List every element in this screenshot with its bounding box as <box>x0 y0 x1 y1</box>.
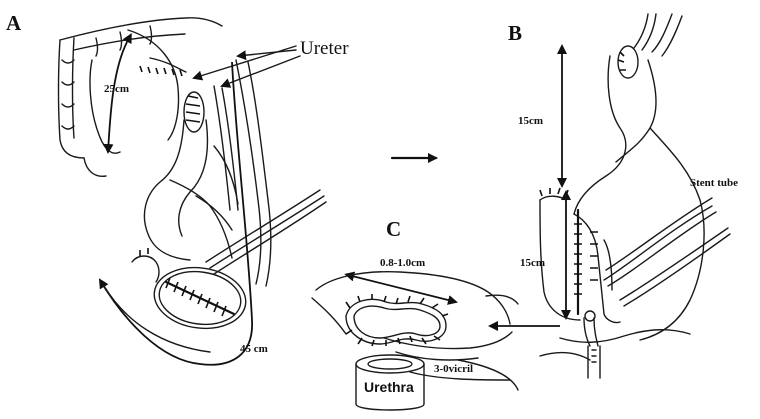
catheter-b <box>540 311 690 378</box>
suture-label: 3-0vicril <box>434 363 473 375</box>
length-15cm-lower-label: 15cm <box>520 257 545 269</box>
panel-a: A 25cm Ureter <box>6 11 349 365</box>
ureter-callout: Ureter <box>194 38 349 86</box>
panel-a-label: A <box>6 11 22 35</box>
neobladder-loop <box>144 92 238 260</box>
ileal-loop-upper: 25cm <box>90 30 186 153</box>
stent-tubes-b: Stent tube <box>604 177 738 306</box>
urethra-cylinder: Urethra <box>356 355 424 410</box>
pouch-a <box>132 248 250 334</box>
length-45cm-label: 45 cm <box>240 343 268 355</box>
anastomosis-c <box>346 294 448 346</box>
panel-c-label: C <box>386 217 401 241</box>
afferent-limb-b <box>574 56 656 214</box>
pouch-b: 15cm <box>520 188 620 323</box>
colon-segment <box>59 18 223 176</box>
length-25cm-label: 25cm <box>104 83 129 95</box>
stent-tube-label: Stent tube <box>690 177 738 189</box>
pelvic-contours <box>312 272 518 390</box>
bowel-outline-b <box>640 128 704 340</box>
ureter-label: Ureter <box>300 38 349 59</box>
range-label: 0.8-1.0cm <box>380 257 425 269</box>
length-15cm-upper-label: 15cm <box>518 115 543 127</box>
urethra-label: Urethra <box>364 379 414 395</box>
length-15cm-upper: 15cm <box>518 52 562 186</box>
panel-b: B 15cm <box>508 14 738 378</box>
panel-b-label: B <box>508 21 522 45</box>
panel-c: C 0.8-1.0cm 3-0vicril <box>312 217 518 410</box>
range-measure: 0.8-1.0cm <box>352 257 456 302</box>
